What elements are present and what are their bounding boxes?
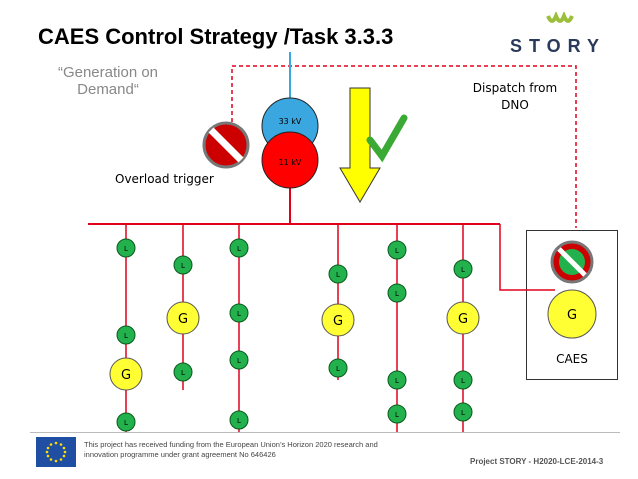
load-label: L (461, 266, 465, 274)
load-label: L (237, 417, 241, 425)
generator-node (446, 301, 480, 335)
transformer-lv-label: 11 kV (279, 158, 302, 167)
load-node (453, 370, 473, 390)
generator-label: G (458, 312, 468, 327)
load-label: L (336, 271, 340, 279)
overload-no-entry-icon (202, 121, 250, 169)
dispatch-signal-line (231, 65, 577, 228)
footer-divider (30, 432, 620, 433)
check-icon (366, 114, 408, 163)
load-label: L (395, 290, 399, 298)
load-label: L (237, 310, 241, 318)
load-node (116, 238, 136, 258)
load-label: L (124, 332, 128, 340)
load-label: L (237, 245, 241, 253)
load-label: L (395, 377, 399, 385)
generator-label: G (121, 368, 131, 383)
load-node (229, 238, 249, 258)
story-logo-text: STORY (510, 36, 607, 56)
story-logo-icon (546, 12, 574, 23)
load-label: L (461, 377, 465, 385)
load-label: L (124, 419, 128, 427)
transformer-lv-winding (261, 131, 319, 189)
caes-feeder (499, 224, 555, 291)
generator-label: G (333, 314, 343, 329)
page-title: CAES Control Strategy /Task 3.3.3 (38, 24, 394, 49)
down-arrow-icon (339, 87, 381, 203)
dispatch-label: Dispatch from DNO (472, 81, 558, 112)
generator-node (109, 357, 143, 391)
eu-flag-icon (36, 437, 76, 467)
load-node (387, 283, 407, 303)
load-label: L (461, 409, 465, 417)
load-label: L (181, 369, 185, 377)
network-diagram: 33 kV 11 kV L (88, 52, 597, 432)
load-node (229, 303, 249, 323)
load-label: L (395, 247, 399, 255)
caes-generator-label: G (567, 308, 577, 323)
load-node (453, 259, 473, 279)
caes-label: CAES (556, 352, 588, 366)
overload-trigger-label: Overload trigger (115, 172, 214, 186)
generator-node (166, 301, 200, 335)
page-subtitle: “Generation on Demand“ (57, 64, 159, 98)
generator-label: G (178, 312, 188, 327)
caes-no-entry-icon (550, 240, 594, 284)
caes-generator (547, 289, 597, 339)
transformer-hv-label: 33 kV (279, 117, 302, 126)
caes-box (526, 230, 618, 380)
load-node (387, 370, 407, 390)
load-node (173, 362, 193, 382)
load-node (453, 402, 473, 422)
load-label: L (237, 357, 241, 365)
load-label: L (395, 411, 399, 419)
load-node (116, 412, 136, 432)
load-label: L (124, 245, 128, 253)
project-reference: Project STORY - H2020-LCE-2014-3 (470, 457, 604, 466)
load-node (229, 410, 249, 430)
load-node (387, 404, 407, 424)
funding-notice: This project has received funding from t… (84, 440, 378, 459)
load-label: L (336, 365, 340, 373)
load-node (116, 325, 136, 345)
load-node (328, 264, 348, 284)
load-node (229, 350, 249, 370)
load-node (173, 255, 193, 275)
load-node (387, 240, 407, 260)
load-label: L (181, 262, 185, 270)
load-node (328, 358, 348, 378)
generator-node (321, 303, 355, 337)
